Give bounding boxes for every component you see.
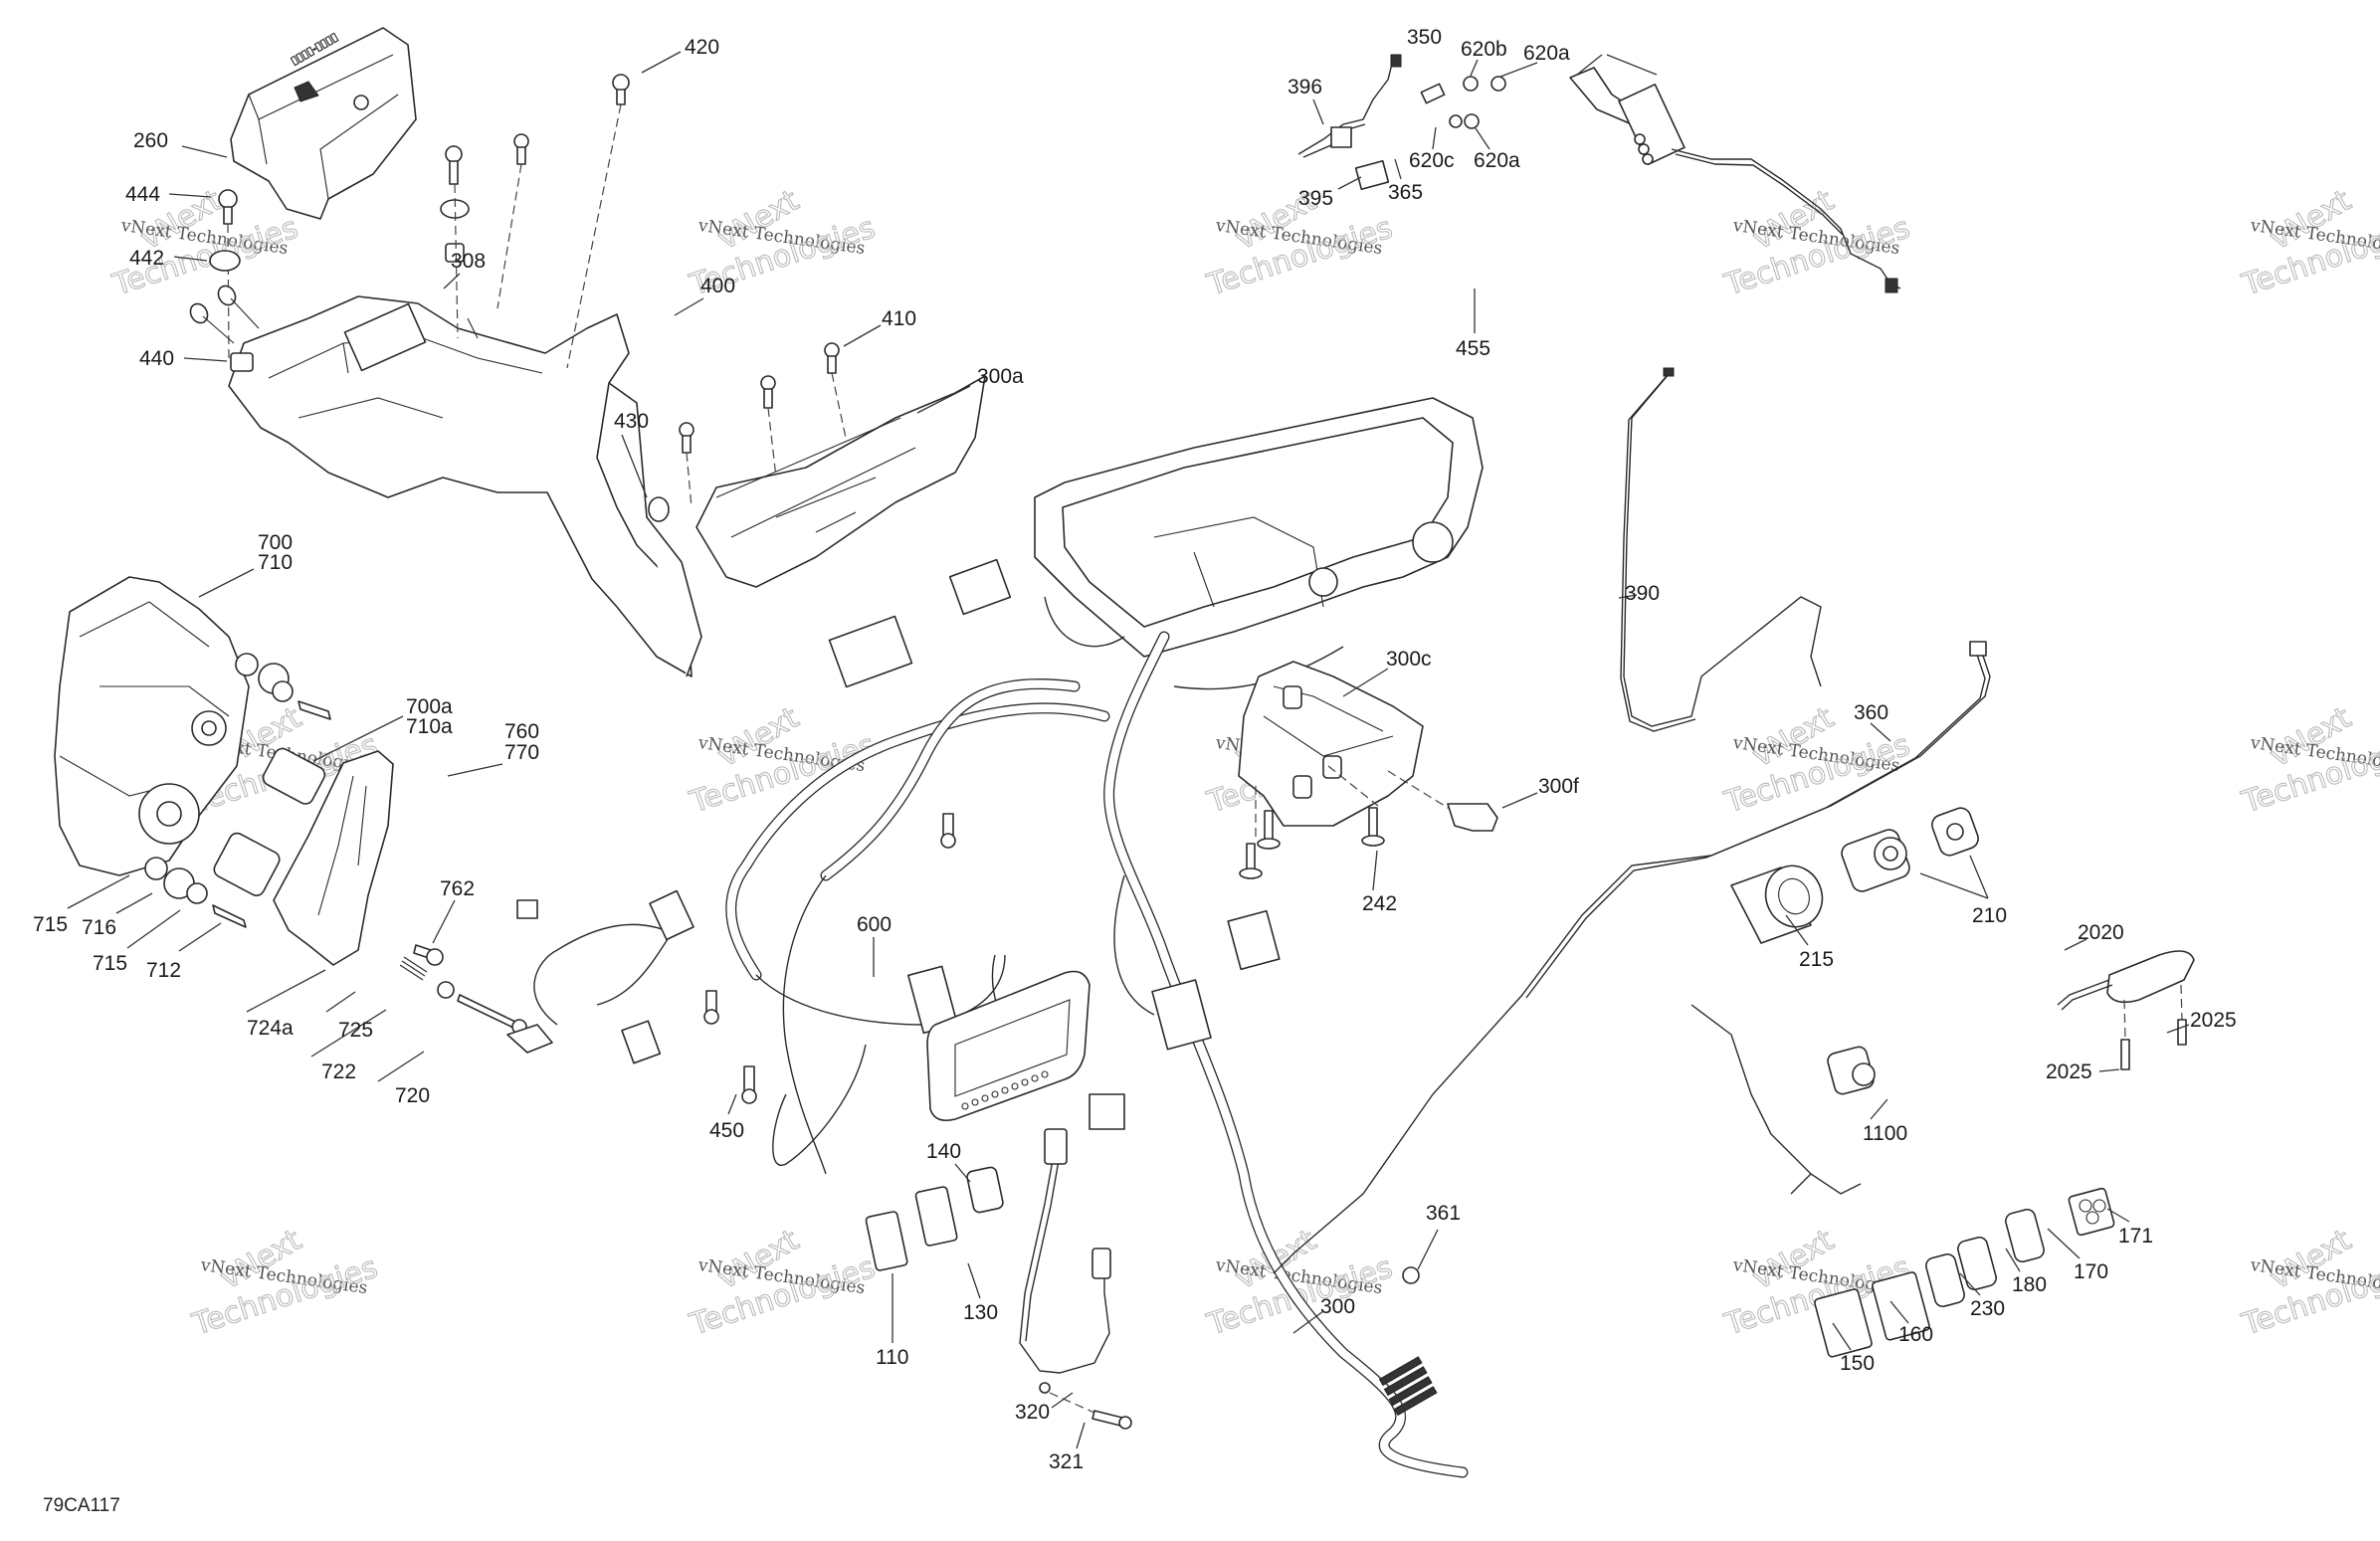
- callout-450[interactable]: 450: [709, 1119, 744, 1142]
- power-outlet[interactable]: [1690, 1004, 1876, 1195]
- battery-cover[interactable]: ▮▮▮▮-▮▮▮▮: [230, 27, 417, 220]
- ignition-switch[interactable]: [1839, 805, 1981, 893]
- callout-308[interactable]: 308: [451, 250, 486, 273]
- ground-harness[interactable]: [1019, 1128, 1132, 1430]
- callout-2020[interactable]: 2020: [2078, 921, 2124, 944]
- callout-720[interactable]: 720: [395, 1084, 430, 1107]
- callout-400[interactable]: 400: [700, 275, 735, 297]
- key-holder[interactable]: [1730, 858, 1831, 944]
- callout-215[interactable]: 215: [1799, 948, 1834, 971]
- watermark: vNext vNext Technologies Technologies: [1719, 182, 1914, 303]
- callout-110[interactable]: 110: [876, 1346, 908, 1369]
- battery-tray[interactable]: [228, 295, 702, 677]
- callout-440[interactable]: 440: [139, 347, 174, 370]
- callout-140[interactable]: 140: [926, 1140, 961, 1163]
- watermark: vNext vNext Technologies Technologies: [187, 1222, 382, 1343]
- switch-bank[interactable]: [1814, 1187, 2115, 1358]
- callout-361[interactable]: 361: [1426, 1202, 1461, 1225]
- callout-180[interactable]: 180: [2012, 1273, 2047, 1296]
- callout-360[interactable]: 360: [1854, 701, 1888, 724]
- watermark: vNext vNext Technologies Technologies: [1202, 1222, 1397, 1343]
- callout-labels: 420 260 444 442 308 440 400 410 300a 430…: [33, 26, 2237, 1473]
- callout-320[interactable]: 320: [1015, 1401, 1050, 1424]
- harness-terminal-bundle: [1378, 1356, 1438, 1417]
- callout-620a-top[interactable]: 620a: [1523, 42, 1570, 65]
- callout-160[interactable]: 160: [1898, 1323, 1933, 1346]
- callout-716[interactable]: 716: [82, 916, 116, 939]
- callout-321[interactable]: 321: [1049, 1450, 1084, 1473]
- main-wiring-harness[interactable]: [516, 558, 1469, 1478]
- callout-1100[interactable]: 1100: [1863, 1122, 1907, 1145]
- callout-710a[interactable]: 710a: [406, 715, 453, 738]
- callout-300c[interactable]: 300c: [1386, 648, 1432, 671]
- callout-300a[interactable]: 300a: [977, 365, 1024, 388]
- callout-700[interactable]: 700: [258, 531, 293, 554]
- relay[interactable]: [1354, 159, 1390, 191]
- callout-444[interactable]: 444: [125, 183, 160, 206]
- callout-620c[interactable]: 620c: [1409, 149, 1455, 172]
- callout-230[interactable]: 230: [1970, 1297, 2005, 1320]
- callout-300f[interactable]: 300f: [1538, 775, 1579, 798]
- callout-722[interactable]: 722: [321, 1060, 356, 1083]
- instrument-support-frame[interactable]: [1034, 397, 1484, 658]
- relay-harness[interactable]: [1569, 67, 1901, 293]
- callout-715-a[interactable]: 715: [33, 913, 68, 936]
- grommets[interactable]: [1420, 76, 1506, 129]
- fuse-box-connector[interactable]: [1447, 803, 1498, 832]
- callout-760[interactable]: 760: [504, 720, 539, 743]
- callout-770[interactable]: 770: [504, 741, 539, 764]
- callout-210[interactable]: 210: [1972, 904, 2007, 927]
- callout-365[interactable]: 365: [1388, 181, 1423, 204]
- callout-130[interactable]: 130: [963, 1301, 998, 1324]
- callout-2025-left[interactable]: 2025: [2046, 1060, 2092, 1083]
- callout-715-b[interactable]: 715: [93, 952, 127, 975]
- headlight-bracket[interactable]: [273, 750, 553, 1054]
- callout-712[interactable]: 712: [146, 959, 181, 982]
- callout-724a[interactable]: 724a: [247, 1017, 294, 1040]
- callout-170[interactable]: 170: [2074, 1260, 2108, 1283]
- callout-260[interactable]: 260: [133, 129, 168, 152]
- watermark: vNext vNext Technologies Technologies: [2237, 699, 2380, 821]
- ecm-bracket[interactable]: [695, 375, 986, 588]
- headlight-assembly[interactable]: [54, 576, 331, 928]
- callout-420[interactable]: 420: [685, 36, 719, 59]
- callout-395[interactable]: 395: [1298, 187, 1333, 210]
- callout-620b[interactable]: 620b: [1461, 38, 1507, 61]
- watermark: vNext vNext Technologies Technologies: [2237, 1222, 2380, 1343]
- battery-hardware[interactable]: [187, 74, 847, 522]
- callout-430[interactable]: 430: [614, 410, 649, 433]
- grommet-361[interactable]: [1402, 1266, 1420, 1284]
- antenna-cable[interactable]: [1620, 367, 1822, 732]
- gps-module[interactable]: [2057, 950, 2195, 1070]
- watermark: vNext vNext Technologies Technologies: [685, 1222, 880, 1343]
- callout-390[interactable]: 390: [1625, 582, 1660, 605]
- callout-455[interactable]: 455: [1456, 337, 1490, 360]
- watermark: vNext vNext Technologies Technologies: [2237, 182, 2380, 303]
- callout-762[interactable]: 762: [440, 877, 475, 900]
- callout-725[interactable]: 725: [338, 1019, 373, 1042]
- callout-171[interactable]: 171: [2118, 1225, 2153, 1248]
- rocker-switches[interactable]: [865, 1166, 1004, 1271]
- multifunction-gauge[interactable]: [926, 970, 1091, 1122]
- fuse-box[interactable]: [1238, 661, 1454, 879]
- callout-620a-bottom[interactable]: 620a: [1474, 149, 1520, 172]
- sensor-harness[interactable]: [1297, 54, 1402, 158]
- callout-442[interactable]: 442: [129, 247, 164, 270]
- callout-710[interactable]: 710: [258, 551, 293, 574]
- callout-350[interactable]: 350: [1407, 26, 1442, 49]
- drawing-code: 79CA117: [43, 1495, 120, 1516]
- callout-410[interactable]: 410: [882, 307, 916, 330]
- leader-lines: [67, 51, 2190, 1449]
- callout-700a[interactable]: 700a: [406, 695, 453, 718]
- callout-396[interactable]: 396: [1288, 76, 1322, 98]
- callout-600[interactable]: 600: [857, 913, 892, 936]
- extension-harness[interactable]: [1273, 641, 1991, 1274]
- gauge-button-row: [961, 1070, 1049, 1110]
- callout-2025-right[interactable]: 2025: [2190, 1009, 2237, 1032]
- callout-242[interactable]: 242: [1362, 892, 1397, 915]
- callout-150[interactable]: 150: [1840, 1352, 1875, 1375]
- callout-300[interactable]: 300: [1320, 1295, 1355, 1318]
